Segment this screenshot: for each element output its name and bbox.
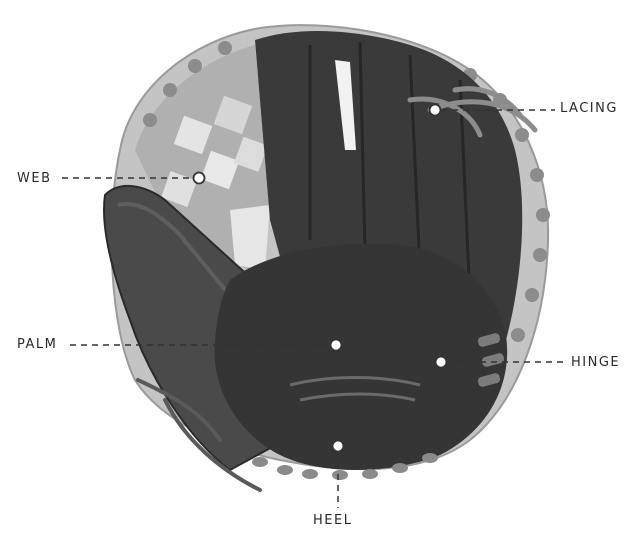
heel-label: HEEL <box>313 513 352 529</box>
palm-marker <box>331 340 342 351</box>
lacing-marker <box>430 105 441 116</box>
heel-marker <box>333 441 344 452</box>
web-label: WEB <box>17 171 52 187</box>
hinge-label: HINGE <box>571 355 620 371</box>
hinge-marker <box>436 357 447 368</box>
palm-label: PALM <box>17 337 57 353</box>
glove-palm <box>214 244 507 470</box>
web-marker <box>194 173 205 184</box>
lacing-label: LACING <box>560 101 618 117</box>
